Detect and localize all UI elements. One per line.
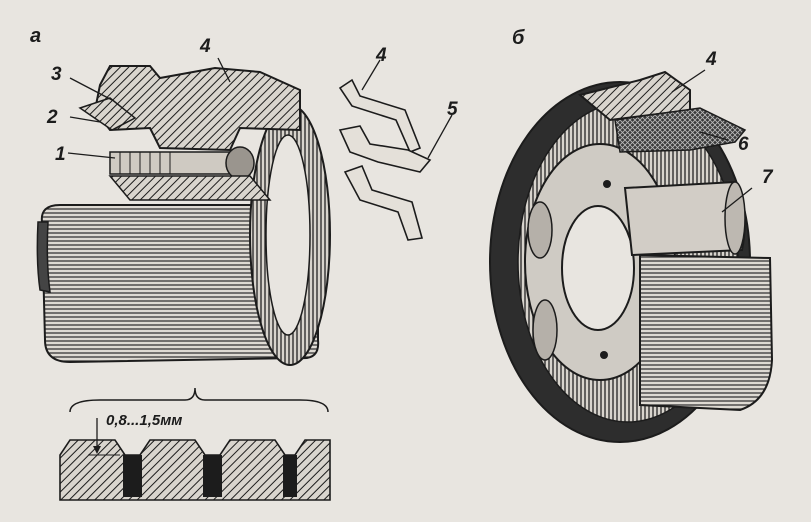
leader-lines-b bbox=[671, 69, 753, 213]
insulation-layer bbox=[614, 107, 747, 153]
callout-4-b: 4 bbox=[706, 49, 717, 70]
hub-hole-1 bbox=[527, 201, 553, 259]
bolt-nut bbox=[225, 146, 255, 180]
callout-7: 7 bbox=[762, 167, 773, 188]
callout-2: 2 bbox=[47, 107, 58, 128]
commutator-collar bbox=[36, 221, 51, 293]
spacer-middle bbox=[338, 125, 432, 173]
commutator-bore bbox=[265, 134, 311, 336]
panel-a-drawing bbox=[36, 65, 331, 366]
callout-4-top: 4 bbox=[200, 36, 211, 57]
inner-sleeve bbox=[108, 175, 272, 201]
hub-bore bbox=[561, 205, 635, 331]
spacer-top bbox=[338, 78, 422, 154]
dimension-label: 0,8...1,5мм bbox=[106, 412, 183, 429]
callout-1: 1 bbox=[55, 144, 66, 165]
callout-4-spring: 4 bbox=[376, 45, 387, 66]
brace bbox=[69, 387, 329, 413]
callout-6: 6 bbox=[738, 134, 749, 155]
commutator-body bbox=[40, 204, 320, 364]
lamella-segment bbox=[639, 253, 774, 412]
spacer-bottom bbox=[343, 164, 424, 241]
insulating-spacers bbox=[338, 78, 432, 241]
panel-b-drawing bbox=[489, 70, 774, 443]
lamella-profile-detail bbox=[59, 387, 331, 501]
insulating-ring bbox=[78, 97, 137, 131]
callout-5: 5 bbox=[447, 99, 458, 120]
section-cutaway bbox=[93, 65, 301, 152]
panel-a-letter: а bbox=[30, 25, 42, 47]
top-lamella bbox=[577, 70, 691, 122]
leader-lines-a bbox=[67, 57, 231, 159]
callout-3: 3 bbox=[51, 64, 62, 85]
hub-hole-2 bbox=[532, 299, 558, 361]
panel-b-letter: б bbox=[512, 27, 525, 49]
